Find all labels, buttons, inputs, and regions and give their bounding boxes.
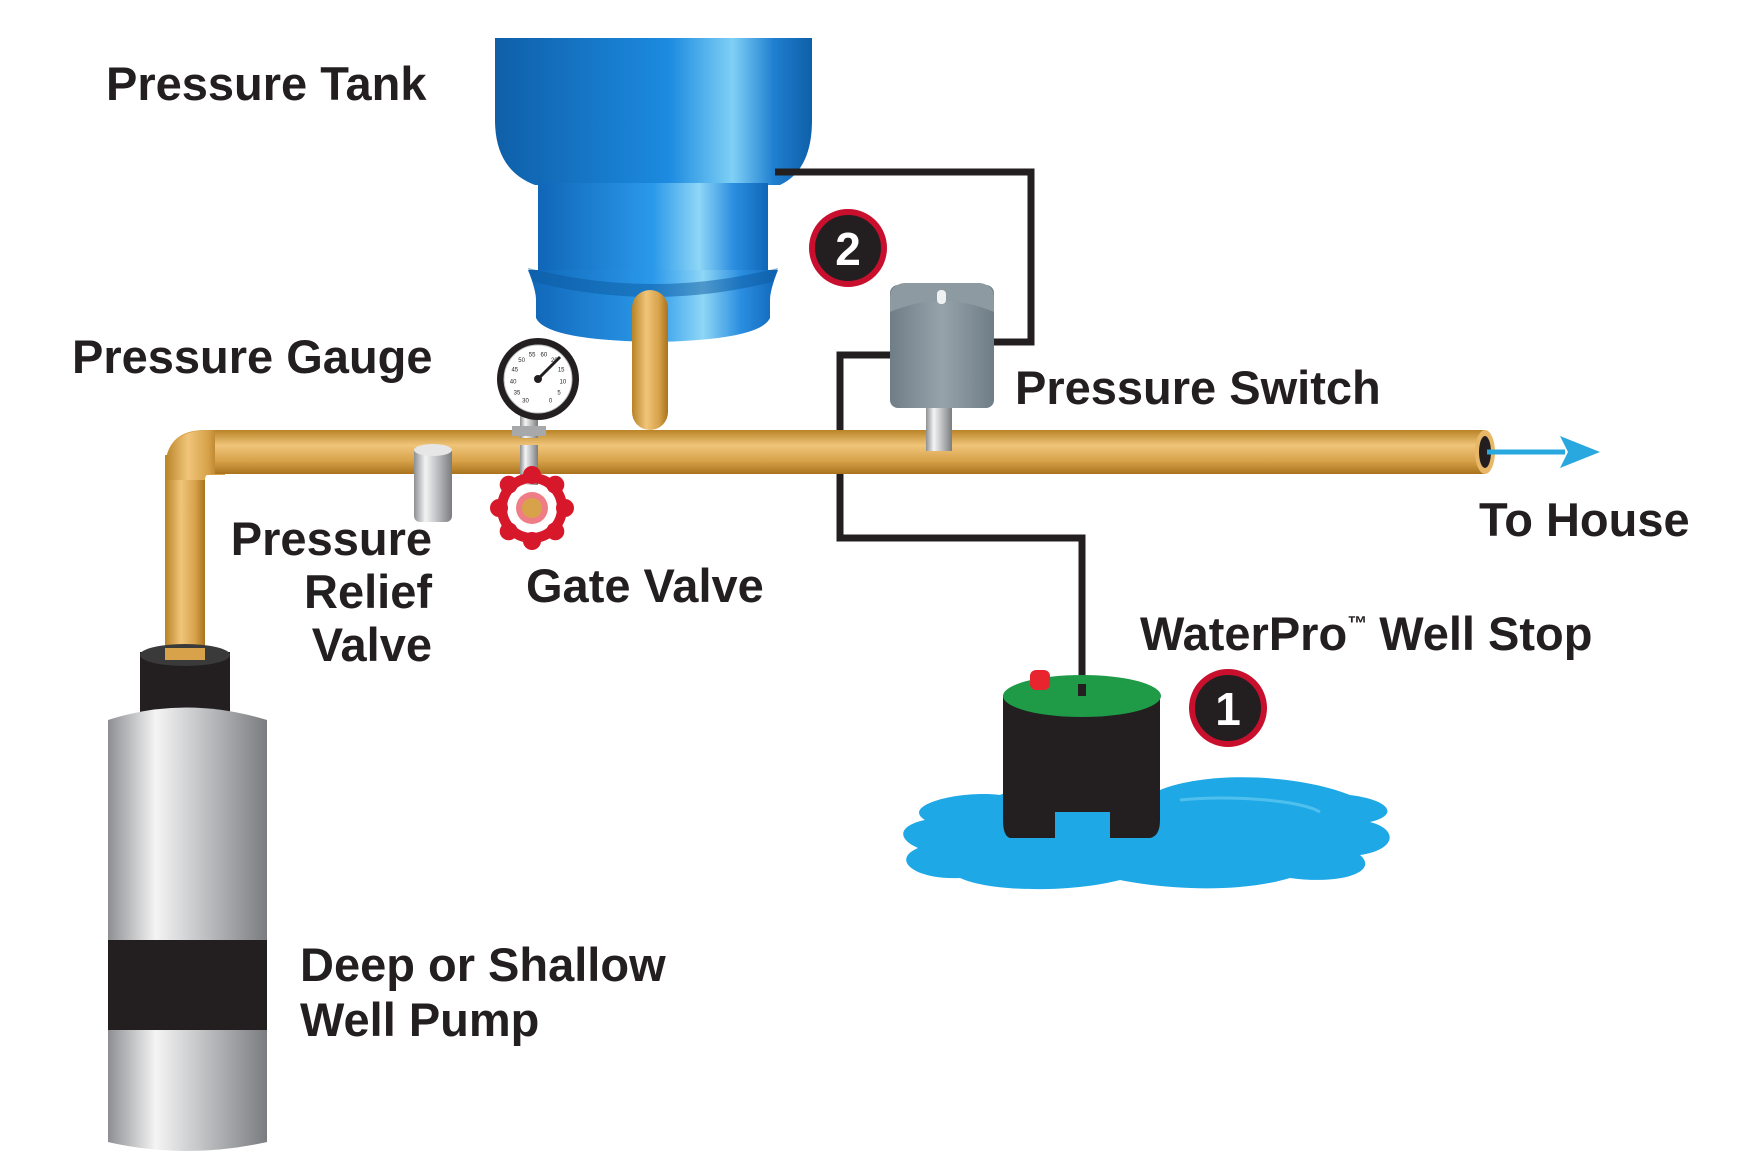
pressure-switch: [890, 283, 994, 451]
gauge-tick-label: 0: [549, 399, 553, 405]
label-well-pump-line2: Well Pump: [300, 993, 539, 1046]
label-pressure-switch: Pressure Switch: [1015, 361, 1381, 414]
gauge-tick-label: 35: [514, 391, 521, 397]
label-gate-valve: Gate Valve: [526, 559, 764, 612]
gauge-needle: [536, 355, 562, 381]
well-pipe: [165, 455, 205, 655]
pressure-tank: [495, 38, 812, 342]
gauge-tick-label: 60: [541, 353, 548, 359]
label-pressure-relief-line1: Pressure: [231, 512, 432, 565]
label-pressure-tank: Pressure Tank: [106, 57, 427, 110]
label-to-house: To House: [1479, 493, 1690, 546]
label-pressure-gauge: Pressure Gauge: [72, 330, 433, 383]
tank-pipe: [632, 290, 668, 430]
pressure-gauge: 3035404550556020151050: [497, 338, 579, 420]
well-pump: [108, 644, 267, 1151]
label-well-pump-line1: Deep or Shallow: [300, 938, 666, 991]
gauge-tick-label: 50: [518, 358, 525, 364]
gauge-tick-label: 45: [511, 368, 518, 374]
label-pressure-relief-line3: Valve: [312, 618, 432, 671]
well-stop-device: [1003, 670, 1161, 838]
gauge-tick-label: 40: [510, 379, 517, 385]
pressure-relief-valve: [414, 444, 452, 522]
callout-1: 1: [1189, 669, 1267, 747]
gauge-tick-label: 55: [529, 353, 536, 359]
gauge-tick-label: 15: [558, 368, 565, 374]
label-pressure-relief-line2: Relief: [304, 565, 432, 618]
label-well-stop-tm: ™: [1347, 613, 1367, 635]
main-pipe: [215, 430, 1485, 474]
callout-2-number: 2: [835, 223, 861, 275]
gauge-tick-label: 10: [560, 379, 567, 385]
gate-valve-handwheel: [490, 466, 574, 550]
callout-2: 2: [809, 209, 887, 287]
to-house-arrow: [1487, 436, 1600, 468]
gauge-tick-label: 30: [522, 399, 529, 405]
gauge-tick-label: 5: [557, 391, 561, 397]
callout-1-number: 1: [1215, 683, 1241, 735]
label-well-stop: WaterPro™ Well Stop: [1140, 607, 1592, 660]
label-well-stop-brand: WaterPro: [1140, 607, 1347, 660]
control-wires: [775, 168, 1086, 698]
well-stop-indicator: [1030, 670, 1050, 690]
label-well-stop-name: Well Stop: [1379, 607, 1592, 660]
